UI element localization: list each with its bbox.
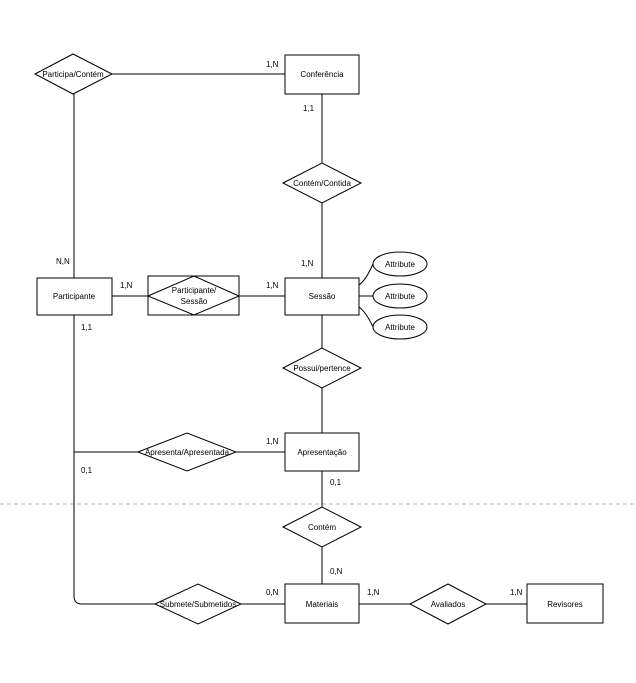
relationship-label: Participa/Contém — [42, 70, 104, 79]
relationship-label: Contém/Contida — [293, 179, 351, 188]
cardinality-part-right: 1,N — [120, 281, 133, 290]
relationship-participa-contem[interactable]: Participa/Contém — [33, 53, 114, 95]
relationship-contem[interactable]: Contém — [281, 506, 363, 548]
attribute-2[interactable]: Attribute — [372, 283, 428, 309]
cardinality-sess-left: 1,N — [266, 281, 279, 290]
cardinality-apres-bottom: 0,1 — [330, 478, 342, 487]
relationship-submete-submetidos[interactable]: Submete/Submetidos — [153, 583, 243, 625]
attribute-label: Attribute — [385, 292, 415, 301]
entity-label: Revisores — [547, 600, 583, 609]
cardinality-conf-top: 1,N — [266, 60, 279, 69]
entity-label: Participante — [53, 292, 96, 301]
cardinality-part-top: N,N — [56, 257, 70, 266]
relationship-label: Contém — [308, 523, 336, 532]
relationship-possui-pertence[interactable]: Possui/pertence — [281, 347, 363, 389]
cardinality-mat-left: 0,N — [266, 588, 279, 597]
cardinalities: 1,N 1,1 N,N 1,N 1,1 1,N 1,N 1,N 0,1 0,1 … — [56, 60, 523, 597]
edge-participante-submete — [73, 595, 155, 605]
cardinality-conf-bottom: 1,1 — [303, 104, 315, 113]
relationship-contem-contida[interactable]: Contém/Contida — [281, 162, 363, 204]
attribute-1[interactable]: Attribute — [372, 251, 428, 277]
connectors — [73, 73, 527, 605]
cardinality-rev-left: 1,N — [510, 588, 523, 597]
entity-label: Conferência — [300, 70, 344, 79]
entity-sessao[interactable]: Sessão — [284, 277, 360, 316]
entity-participante[interactable]: Participante — [36, 277, 113, 316]
relationship-label: Possui/pertence — [293, 364, 351, 373]
entity-apresentacao[interactable]: Apresentação — [284, 432, 360, 472]
entity-label: Materiais — [306, 600, 338, 609]
relationship-label: Apresenta/Apresentada — [145, 448, 230, 457]
attribute-label: Attribute — [385, 323, 415, 332]
relationship-label-line2: Sessão — [181, 297, 208, 306]
cardinality-part-mid: 0,1 — [81, 466, 93, 475]
cardinality-apres-left: 1,N — [266, 437, 279, 446]
entity-label: Sessão — [309, 292, 336, 301]
attribute-label: Attribute — [385, 260, 415, 269]
edge-sessao-attr1 — [358, 263, 374, 286]
edge-sessao-attr3 — [358, 306, 374, 328]
entity-revisores[interactable]: Revisores — [526, 583, 604, 624]
relationship-label-line1: Participante/ — [172, 286, 217, 295]
cardinality-mat-top: 0,N — [330, 567, 343, 576]
attribute-3[interactable]: Attribute — [372, 314, 428, 340]
relationship-label: Avaliados — [431, 600, 466, 609]
cardinality-part-bottom: 1,1 — [81, 323, 93, 332]
cardinality-mat-right: 1,N — [367, 588, 380, 597]
entity-conferencia[interactable]: Conferência — [284, 54, 360, 95]
entity-materiais[interactable]: Materiais — [284, 583, 360, 624]
relationship-apresenta-apresentada[interactable]: Apresenta/Apresentada — [136, 432, 238, 472]
relationship-participante-sessao[interactable]: Participante/ Sessão — [146, 275, 241, 316]
cardinality-sess-top: 1,N — [301, 259, 314, 268]
entity-label: Apresentação — [297, 448, 347, 457]
relationship-label: Submete/Submetidos — [160, 600, 237, 609]
relationship-avaliados[interactable]: Avaliados — [408, 583, 488, 625]
